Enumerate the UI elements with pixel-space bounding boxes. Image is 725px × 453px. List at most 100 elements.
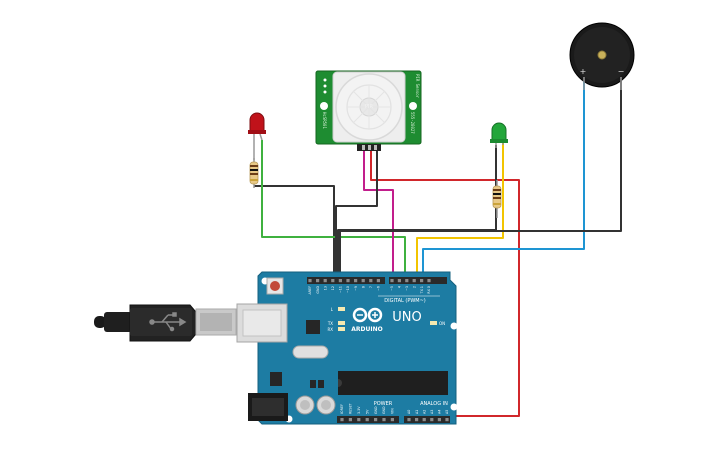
pin-label: ~5 <box>390 286 394 291</box>
analog-header <box>404 416 450 423</box>
green-led-resistor[interactable] <box>492 180 502 218</box>
digital-pins <box>308 279 431 283</box>
pin-label: A1 <box>415 410 419 414</box>
power-jack <box>248 393 288 421</box>
header-pin[interactable] <box>357 418 361 422</box>
pin-label: AREF <box>308 286 312 295</box>
led-l-label: L <box>331 307 334 312</box>
pir-lens-label: PIR <box>365 104 373 110</box>
header-pin[interactable] <box>405 279 409 283</box>
pin-label: TX 1 <box>420 286 424 294</box>
pin-label: A0 <box>407 410 411 414</box>
header-pin[interactable] <box>415 418 419 422</box>
led-on <box>430 321 437 325</box>
header-pin[interactable] <box>390 418 394 422</box>
header-pin[interactable] <box>420 279 424 283</box>
header-pin[interactable] <box>374 418 378 422</box>
wire-red-led-signal <box>261 140 406 280</box>
wire-pir-out <box>363 150 394 280</box>
pin-label: ~3 <box>405 286 409 291</box>
led-rx-label: RX <box>327 327 333 332</box>
pin-label: VIN <box>391 408 395 414</box>
arduino-model: UNO <box>392 310 421 325</box>
header-pin[interactable] <box>316 279 320 283</box>
pin-label: 12 <box>331 286 335 290</box>
digital-header-left <box>307 277 385 284</box>
header-pin[interactable] <box>365 418 369 422</box>
header-pin[interactable] <box>348 418 352 422</box>
atmega-chip <box>338 371 448 395</box>
usb-chip <box>306 320 320 334</box>
header-pin[interactable] <box>390 279 394 283</box>
pin-label: 2 <box>412 286 416 288</box>
pin-label: 4 <box>398 286 402 288</box>
pin-label: RESET <box>349 402 353 414</box>
arduino-brand: ARDUINO <box>351 326 382 333</box>
pin-label: 3.3V <box>357 406 361 414</box>
header-pin[interactable] <box>338 279 342 283</box>
usb-icon <box>149 312 187 332</box>
header-pin[interactable] <box>308 279 312 283</box>
mount-hole <box>450 403 458 411</box>
buzzer-minus-label: − <box>618 67 625 76</box>
header-pin[interactable] <box>382 418 386 422</box>
pin-label: RX 0 <box>427 286 431 294</box>
pin-label: 7 <box>369 286 373 288</box>
arduino-logo-icon <box>352 307 383 323</box>
header-pin[interactable] <box>445 418 449 422</box>
pir-mount-hole-left <box>320 102 328 110</box>
power-label: POWER <box>374 401 393 407</box>
reset-button[interactable] <box>266 277 284 295</box>
pin-label: A5 <box>445 410 449 414</box>
led-tx-label: TX <box>327 321 333 326</box>
pir-label-right: 555-28027 <box>410 112 415 134</box>
red-led-resistor[interactable] <box>249 158 259 188</box>
pin-label: GND <box>316 286 320 294</box>
pin-label: 5V <box>365 409 369 414</box>
pin-label: A2 <box>422 410 426 414</box>
red-led[interactable] <box>248 112 266 160</box>
pin-label: ~9 <box>354 286 358 291</box>
header-pin[interactable] <box>422 418 426 422</box>
pir-sensor[interactable]: HcSR501 555-28027 PIR Sensor PIR <box>315 70 422 151</box>
power-analog-pins <box>340 418 449 422</box>
led-l <box>338 307 345 311</box>
header-pin[interactable] <box>354 279 358 283</box>
header-pin[interactable] <box>437 418 441 422</box>
capacitors <box>295 395 336 415</box>
usb-cable[interactable] <box>94 304 237 342</box>
wire-pir-gnd <box>335 150 378 280</box>
led-tx <box>338 321 345 325</box>
header-pin[interactable] <box>361 279 365 283</box>
pin-label: ~10 <box>346 286 350 293</box>
pin-label: IOREF <box>340 404 344 414</box>
header-pin[interactable] <box>331 279 335 283</box>
header-pin[interactable] <box>376 279 380 283</box>
pin-label: 13 <box>323 286 327 290</box>
header-pin[interactable] <box>412 279 416 283</box>
mount-hole <box>450 322 458 330</box>
wire-buzzer-signal <box>422 80 585 280</box>
header-pin[interactable] <box>427 279 431 283</box>
green-led[interactable] <box>490 122 508 148</box>
piezo-buzzer[interactable]: + − <box>569 22 635 90</box>
pin-label: A4 <box>438 410 442 414</box>
header-pin[interactable] <box>323 279 327 283</box>
header-pin[interactable] <box>397 279 401 283</box>
pin-label: GND <box>382 406 386 414</box>
wire-pir-vcc <box>370 150 520 417</box>
pir-mount-hole-right <box>409 102 417 110</box>
pir-label-left: HcSR501 <box>322 112 327 129</box>
header-pin[interactable] <box>346 279 350 283</box>
header-pin[interactable] <box>369 279 373 283</box>
crystal <box>292 345 329 359</box>
header-pin[interactable] <box>340 418 344 422</box>
pir-label-top: PIR Sensor <box>415 74 420 99</box>
header-pin[interactable] <box>407 418 411 422</box>
pin-label: 8 <box>361 286 365 288</box>
analog-in-label: ANALOG IN <box>420 401 448 407</box>
header-pin[interactable] <box>430 418 434 422</box>
